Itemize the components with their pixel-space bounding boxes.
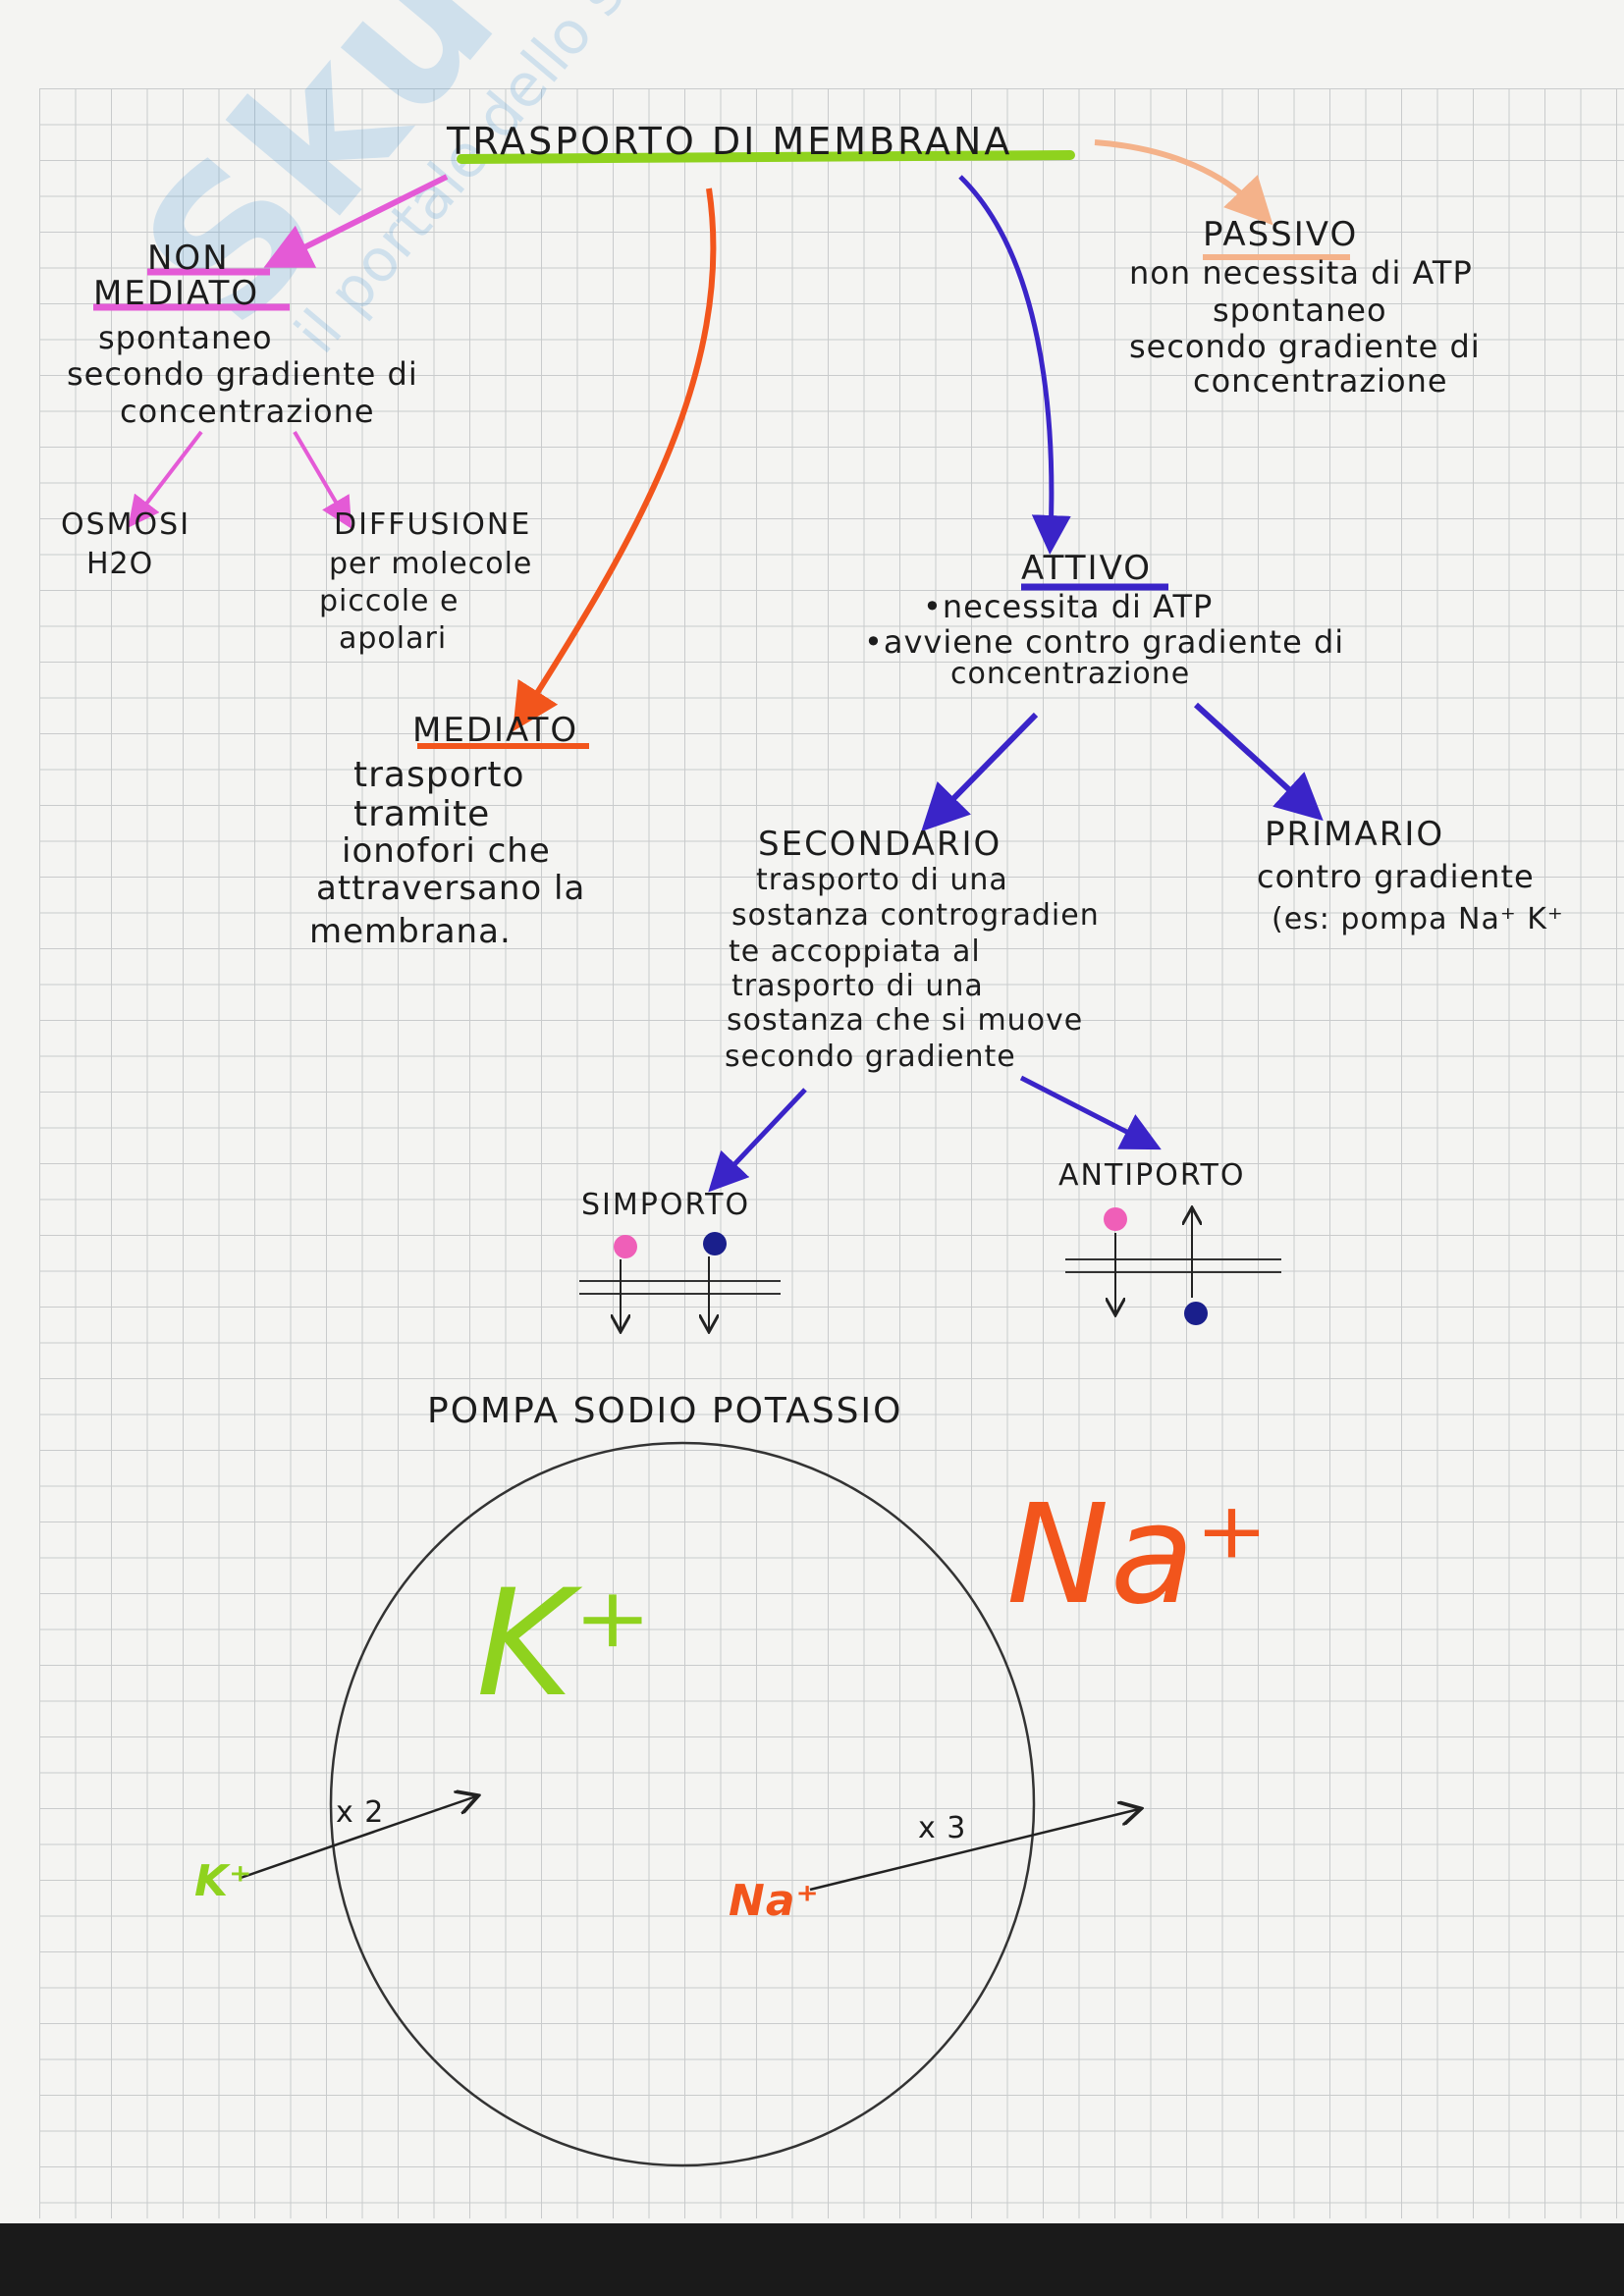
attivo-line: •avviene contro gradiente di bbox=[864, 623, 1345, 661]
passivo-line: concentrazione bbox=[1193, 362, 1448, 400]
mediato-line: ionofori che bbox=[342, 831, 551, 871]
attivo-heading: ATTIVO bbox=[1021, 549, 1153, 588]
mediato-line: membrana. bbox=[309, 912, 512, 951]
page-title: TRASPORTO DI MEMBRANA bbox=[447, 120, 1013, 163]
simporto-diagram bbox=[579, 1232, 781, 1330]
osmosi-heading: OSMOSI bbox=[61, 507, 191, 542]
pompa-title: POMPA SODIO POTASSIO bbox=[427, 1391, 903, 1431]
primario-line: (es: pompa Na⁺ K⁺ bbox=[1272, 902, 1564, 936]
non-mediato-line: spontaneo bbox=[98, 319, 273, 356]
page-edge bbox=[0, 2223, 1624, 2296]
title-underline bbox=[457, 150, 1075, 164]
k-ion-large: K⁺ bbox=[476, 1559, 653, 1730]
secondario-line: sostanza che si muove bbox=[727, 1003, 1084, 1038]
passivo-heading: PASSIVO bbox=[1203, 215, 1359, 254]
attivo-line: •necessita di ATP bbox=[923, 588, 1214, 625]
na-ion-large: Na⁺ bbox=[1006, 1475, 1270, 1635]
secondario-line: trasporto di una bbox=[731, 969, 984, 1003]
diffusione-line: apolari bbox=[339, 621, 448, 656]
secondario-line: sostanza controgradien bbox=[731, 898, 1100, 933]
passivo-line: secondo gradiente di bbox=[1129, 328, 1481, 365]
non-mediato-heading: NON bbox=[147, 239, 230, 278]
secondario-line: te accoppiata al bbox=[729, 934, 981, 969]
secondario-heading: SECONDARIO bbox=[758, 825, 1002, 864]
k-multiplier: x 2 bbox=[336, 1795, 385, 1830]
attivo-line: concentrazione bbox=[950, 657, 1191, 691]
diffusione-heading: DIFFUSIONE bbox=[334, 507, 532, 542]
secondario-line: secondo gradiente bbox=[725, 1040, 1016, 1074]
na-ion-small: Na⁺ bbox=[729, 1876, 820, 1926]
mediato-heading: MEDIATO bbox=[412, 711, 579, 750]
diffusione-line: per molecole bbox=[329, 547, 533, 581]
secondario-line: trasporto di una bbox=[756, 863, 1008, 897]
k-arrow bbox=[240, 1796, 476, 1880]
simporto-label: SIMPORTO bbox=[581, 1188, 751, 1222]
passivo-line: non necessita di ATP bbox=[1129, 254, 1473, 292]
primario-line: contro gradiente bbox=[1257, 858, 1535, 895]
passivo-line: spontaneo bbox=[1213, 292, 1387, 329]
antiporto-diagram bbox=[1065, 1207, 1281, 1325]
osmosi-line: H2O bbox=[86, 547, 154, 581]
mediato-line: tramite bbox=[353, 794, 491, 834]
na-multiplier: x 3 bbox=[918, 1811, 967, 1845]
mediato-line: trasporto bbox=[353, 755, 525, 795]
primario-heading: PRIMARIO bbox=[1265, 815, 1445, 854]
diffusione-line: piccole e bbox=[319, 584, 460, 618]
mediato-line: attraversano la bbox=[316, 869, 586, 908]
na-arrow bbox=[809, 1809, 1139, 1892]
k-ion-small: K⁺ bbox=[194, 1856, 253, 1906]
non-mediato-line: concentrazione bbox=[120, 393, 375, 430]
non-mediato-line: secondo gradiente di bbox=[67, 355, 418, 393]
antiporto-label: ANTIPORTO bbox=[1058, 1158, 1246, 1193]
non-mediato-heading: MEDIATO bbox=[93, 274, 260, 313]
cell-circle bbox=[329, 1441, 1036, 2167]
